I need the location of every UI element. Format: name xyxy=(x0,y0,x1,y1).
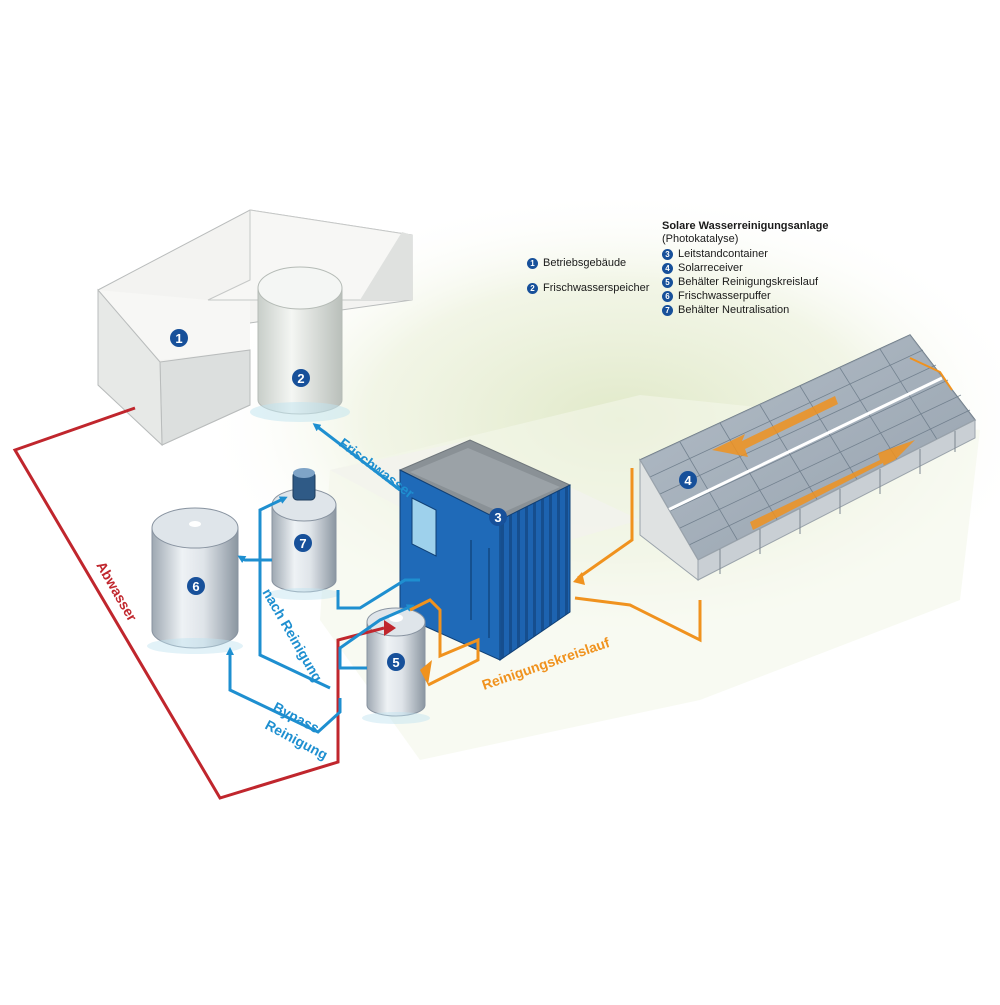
marker-2: 2 xyxy=(292,369,310,387)
legend-label: Behälter Reinigungskreislauf xyxy=(678,276,819,288)
legend-label: Behälter Neutralisation xyxy=(678,304,790,316)
legend-label: Betriebsgebäude xyxy=(543,257,627,269)
marker-3: 3 xyxy=(489,508,507,526)
reinigungskreislauf-arrow-head xyxy=(573,572,585,585)
tank7-outflow-pipe xyxy=(237,555,272,564)
tank5-orange-loop xyxy=(409,598,480,687)
marker-1: 1 xyxy=(170,329,188,347)
legend-number-badge: 6 xyxy=(662,290,673,302)
control-container xyxy=(398,439,572,661)
legend-number-badge: 7 xyxy=(662,304,673,316)
bypass-pipe xyxy=(226,647,342,734)
solar-receiver xyxy=(638,334,977,582)
tank5-to-tank7-pipe xyxy=(338,604,415,670)
legend-item-6: 6 Frischwasserpuffer xyxy=(662,289,828,303)
marker-6-text: 6 xyxy=(192,579,199,594)
marker-7: 7 xyxy=(294,534,312,552)
reinigungskreislauf-pipe-out xyxy=(574,596,702,643)
marker-6: 6 xyxy=(187,577,205,595)
legend-label: Frischwasserspeicher xyxy=(543,282,650,294)
legend-left: 1 Betriebsgebäude 2 Frischwasserspeicher xyxy=(527,256,649,295)
reinigungskreislauf-pipe-return xyxy=(577,468,634,580)
marker-5-text: 5 xyxy=(392,655,399,670)
marker-5: 5 xyxy=(387,653,405,671)
legend-number-badge: 3 xyxy=(662,248,673,260)
marker-2-text: 2 xyxy=(297,371,304,386)
legend-title: Solare Wasserreinigungsanlage xyxy=(662,220,829,232)
marker-3-text: 3 xyxy=(494,510,501,525)
abwasser-label: Abwasser xyxy=(93,559,140,625)
legend-label: Leitstandcontainer xyxy=(678,248,768,260)
legend-label: Solarreceiver xyxy=(678,262,743,274)
fresh-water-storage-tank xyxy=(250,266,350,422)
legend-item-2: 2 Frischwasserspeicher xyxy=(527,281,649,295)
legend-number-badge: 5 xyxy=(662,276,673,288)
legend-item-3: 3 Leitstandcontainer xyxy=(662,247,828,261)
abwasser-arrow-head xyxy=(384,620,396,636)
legend-item-7: 7 Behälter Neutralisation xyxy=(662,303,828,317)
legend-number-badge: 1 xyxy=(527,257,538,269)
tank5-orange-arrow-head xyxy=(420,660,432,685)
frischwasser-pipe xyxy=(312,423,401,492)
operations-building xyxy=(97,209,413,447)
legend-subtitle: (Photokatalyse) xyxy=(662,233,739,245)
legend-number-badge: 2 xyxy=(527,282,538,294)
marker-1-text: 1 xyxy=(175,331,182,346)
marker-4-text: 4 xyxy=(684,473,692,488)
legend-item-1: 1 Betriebsgebäude xyxy=(527,256,649,270)
marker-7-text: 7 xyxy=(299,536,306,551)
marker-4: 4 xyxy=(679,471,697,489)
legend-item-5: 5 Behälter Reinigungskreislauf xyxy=(662,275,828,289)
nach-reinigung-pipe xyxy=(258,496,331,690)
legend-number-badge: 4 xyxy=(662,262,673,274)
legend-item-4: 4 Solarreceiver xyxy=(662,261,828,275)
legend-label: Frischwasserpuffer xyxy=(678,290,771,302)
container-to-tank7-pipe xyxy=(336,578,420,610)
abwasser-pipe xyxy=(12,406,385,800)
legend-right: Solare Wasserreinigungsanlage (Photokata… xyxy=(662,220,828,317)
